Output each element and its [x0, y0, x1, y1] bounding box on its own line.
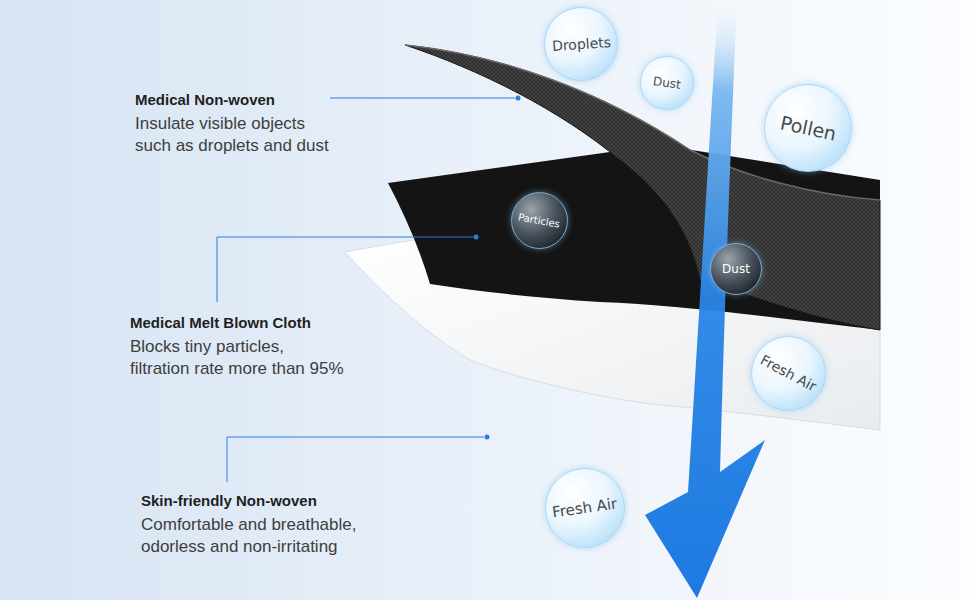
callout-heading: Medical Non-woven [135, 89, 275, 111]
outer-layer-edge [405, 45, 880, 200]
bubble: Droplets [544, 7, 618, 81]
bubble-text: Droplets [551, 34, 611, 54]
bubble-text: Fresh Air [551, 495, 618, 522]
callout-text: Insulate visible objects such as droplet… [135, 113, 340, 157]
callout-text: Comfortable and breathable, odorless and… [141, 514, 369, 558]
callout-text: Blocks tiny particles, filtration rate m… [130, 336, 348, 380]
bubble: Particles [511, 192, 568, 249]
bubble: Fresh Air [751, 336, 826, 411]
bubble-text: Dust [722, 262, 750, 276]
bubble: Dust [710, 243, 762, 295]
bubble-text: Particles [517, 211, 560, 229]
bubble: Fresh Air [545, 468, 625, 548]
bubble-text: Pollen [778, 111, 838, 144]
callout-heading: Medical Melt Blown Cloth [130, 312, 311, 334]
leader-dots [474, 96, 521, 440]
bubble-text: Fresh Air [757, 352, 818, 395]
bubble: Pollen [764, 84, 852, 172]
bubble: Dust [640, 56, 694, 110]
leader-lines [217, 98, 515, 482]
bubble-text: Dust [652, 74, 681, 92]
callout-heading: Skin-friendly Non-woven [141, 490, 317, 512]
outer-layer [405, 45, 880, 330]
